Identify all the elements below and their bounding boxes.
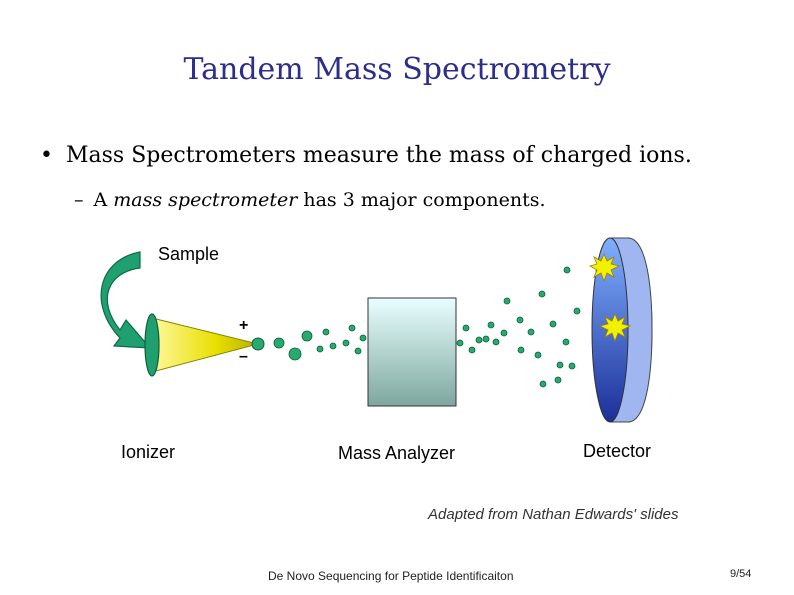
detector-label: Detector xyxy=(583,441,651,462)
footer-text: De Novo Sequencing for Peptide Identific… xyxy=(268,569,514,583)
sample-arrow xyxy=(101,252,150,348)
plus-sign: + xyxy=(239,317,248,335)
minus-sign: – xyxy=(239,348,248,366)
ionizer-tip xyxy=(252,338,264,350)
ionizer-label: Ionizer xyxy=(121,442,175,463)
mass-analyzer-box xyxy=(368,298,456,406)
sample-label: Sample xyxy=(158,244,219,265)
page-number: 9/54 xyxy=(730,568,751,580)
ionizer-mouth xyxy=(145,314,159,376)
mass-analyzer-label: Mass Analyzer xyxy=(338,443,455,464)
image-credit: Adapted from Nathan Edwards' slides xyxy=(428,506,679,523)
